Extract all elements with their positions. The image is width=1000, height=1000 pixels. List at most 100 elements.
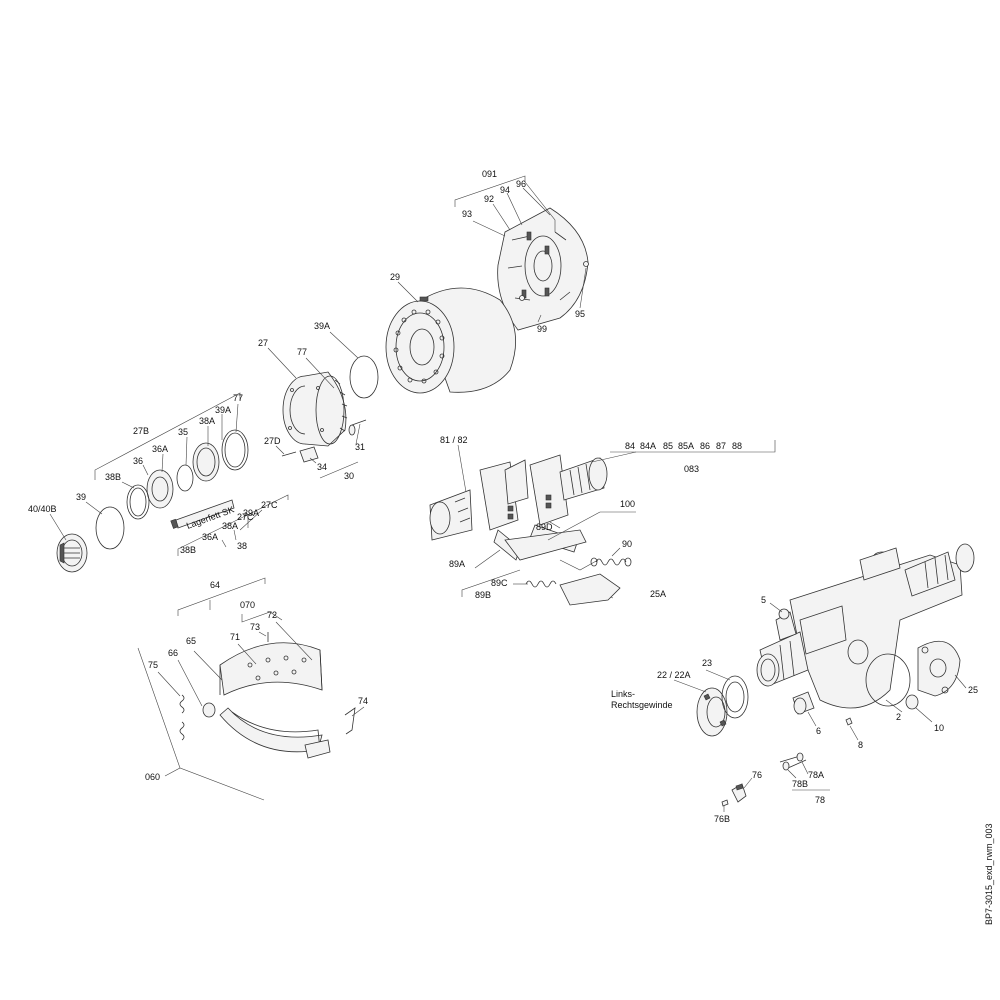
leader-5: [769, 602, 783, 613]
label-64: 64: [210, 580, 220, 590]
camshaft-assembly: [429, 454, 608, 561]
label-22-22A: 22 / 22A: [657, 670, 691, 680]
label-85A: 85A: [678, 441, 694, 451]
hub-cap: [56, 506, 125, 573]
label-070: 070: [240, 600, 255, 610]
leader-31: [355, 423, 361, 445]
label-78B: 78B: [792, 779, 808, 789]
leader-29: [397, 281, 419, 303]
label-88: 88: [732, 441, 742, 451]
axle-beam: [756, 543, 975, 710]
label-25: 25: [968, 685, 978, 695]
leader-6: [807, 711, 817, 727]
label-78: 78: [815, 795, 825, 805]
leader-2: [885, 699, 903, 713]
leader-78A: [801, 761, 809, 775]
label-38A-b: 38A: [222, 521, 238, 531]
label-39: 39: [76, 492, 86, 502]
label-39A-top: 39A: [314, 321, 330, 331]
small-parts-6-8: [792, 691, 853, 726]
label-10: 10: [934, 723, 944, 733]
o-ring-39A: [349, 355, 379, 399]
label-99: 99: [537, 324, 547, 334]
label-84A: 84A: [640, 441, 656, 451]
wheel-hub: [282, 371, 348, 447]
label-87: 87: [716, 441, 726, 451]
leader-27D: [275, 445, 285, 455]
leader-27: [267, 347, 297, 379]
dust-shield-assembly: [497, 207, 589, 331]
label-96: 96: [516, 179, 526, 189]
label-34: 34: [317, 462, 327, 472]
leader-lines-dust-shield: [454, 175, 587, 323]
label-86: 86: [700, 441, 710, 451]
label-78A: 78A: [808, 770, 824, 780]
label-89D: 89D: [536, 522, 553, 532]
label-90: 90: [622, 539, 632, 549]
label-5: 5: [761, 595, 766, 605]
label-66: 66: [168, 648, 178, 658]
bearing-group: [126, 429, 249, 520]
label-81-82: 81 / 82: [440, 435, 468, 445]
leader-76: [743, 777, 753, 789]
brake-drum: [385, 287, 516, 394]
leader-30: [319, 461, 359, 479]
label-29: 29: [390, 272, 400, 282]
label-27D: 27D: [264, 436, 281, 446]
label-76: 76: [752, 770, 762, 780]
leader-8: [849, 725, 859, 741]
drawing-id: BP7-3015_exd_rwm_003: [984, 823, 994, 925]
label-30: 30: [344, 471, 354, 481]
label-35: 35: [178, 427, 188, 437]
leader-lines-shoes: [137, 577, 365, 801]
label-8: 8: [858, 740, 863, 750]
leader-lines-camshaft: [457, 440, 776, 599]
label-2: 2: [896, 712, 901, 722]
label-39A-b: 39A: [243, 508, 259, 518]
label-27B: 27B: [133, 426, 149, 436]
label-76B: 76B: [714, 814, 730, 824]
label-36A-b: 36A: [202, 532, 218, 542]
leader-39A-top: [329, 331, 359, 359]
leader-78B: [787, 769, 797, 779]
label-thread-rechts: Rechtsgewinde: [611, 700, 673, 710]
label-89A: 89A: [449, 559, 465, 569]
axle-nut-and-washer: [696, 675, 749, 737]
leader-77-top: [305, 357, 335, 389]
label-77-top: 77: [297, 347, 307, 357]
sensor-parts: [721, 752, 807, 807]
leader-25: [954, 674, 967, 689]
label-85: 85: [663, 441, 673, 451]
label-091: 091: [482, 169, 497, 179]
grease-tube: [170, 499, 235, 529]
label-89B: 89B: [475, 590, 491, 600]
label-73: 73: [250, 622, 260, 632]
label-31: 31: [355, 442, 365, 452]
leader-90: [611, 547, 621, 557]
label-92: 92: [484, 194, 494, 204]
label-060: 060: [145, 772, 160, 782]
leader-40: [49, 513, 67, 541]
leader-lines-bearing: [94, 392, 241, 489]
label-93: 93: [462, 209, 472, 219]
leader-23: [705, 669, 731, 681]
label-77: 77: [233, 393, 243, 403]
label-36A: 36A: [152, 444, 168, 454]
label-27: 27: [258, 338, 268, 348]
label-38B: 38B: [105, 472, 121, 482]
label-25A: 25A: [650, 589, 666, 599]
label-89C: 89C: [491, 578, 508, 588]
label-38A: 38A: [199, 416, 215, 426]
label-40-40B: 40/40B: [28, 504, 57, 514]
label-27C-b: 27C: [237, 512, 254, 522]
return-springs: [525, 557, 632, 606]
hub-fasteners: [281, 419, 367, 463]
label-94: 94: [500, 185, 510, 195]
brake-shoes: [219, 642, 331, 759]
leader-lines-kit-38: [177, 494, 289, 556]
label-95: 95: [575, 309, 585, 319]
label-23: 23: [702, 658, 712, 668]
label-74: 74: [358, 696, 368, 706]
label-27C-a: 27C: [261, 500, 278, 510]
